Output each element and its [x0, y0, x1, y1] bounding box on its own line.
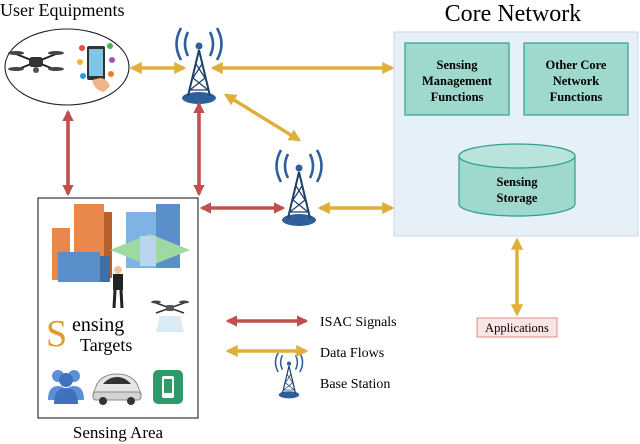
- smartphone-icon: [77, 43, 115, 92]
- drone-icon: [8, 51, 64, 73]
- building-icon: [52, 204, 190, 282]
- applications-label: Applications: [485, 321, 549, 335]
- base-station-icon: [274, 352, 304, 400]
- base-station-icon: [175, 26, 223, 106]
- legend-isac-label: ISAC Signals: [320, 315, 397, 330]
- user-equipments-title: User Equipments: [0, 0, 124, 20]
- smartphone-icon: [153, 370, 183, 404]
- other-core-line3: Functions: [550, 90, 603, 104]
- core-network-title: Core Network: [445, 1, 582, 27]
- sensing-storage-line2: Storage: [497, 191, 538, 205]
- legend-bs-label: Base Station: [320, 377, 390, 392]
- applications-box: [476, 317, 558, 338]
- people-icon: [48, 370, 84, 404]
- legend-data-label: Data Flows: [320, 346, 384, 361]
- sensing-word: ensing: [72, 314, 124, 336]
- other-core-box: [523, 42, 629, 116]
- targets-label: Targets: [80, 335, 132, 355]
- sensing-area-title: Sensing Area: [73, 423, 164, 442]
- sensing-initial: S: [46, 313, 67, 355]
- other-core-line2: Network: [553, 74, 600, 88]
- drone-icon: [151, 300, 189, 332]
- arrow-bs1-bs2: [223, 93, 302, 142]
- sensing-management-line3: Functions: [431, 90, 484, 104]
- base-station-icon: [275, 148, 323, 228]
- sensing-storage-cylinder: [458, 143, 576, 217]
- car-icon: [92, 373, 142, 405]
- sensing-management-line1: Sensing: [437, 58, 479, 72]
- person-icon: [112, 266, 124, 309]
- sensing-management-box: [404, 42, 510, 116]
- sensing-storage-line1: Sensing: [497, 175, 539, 189]
- other-core-line1: Other Core: [546, 58, 607, 72]
- sensing-management-line2: Management: [422, 74, 493, 88]
